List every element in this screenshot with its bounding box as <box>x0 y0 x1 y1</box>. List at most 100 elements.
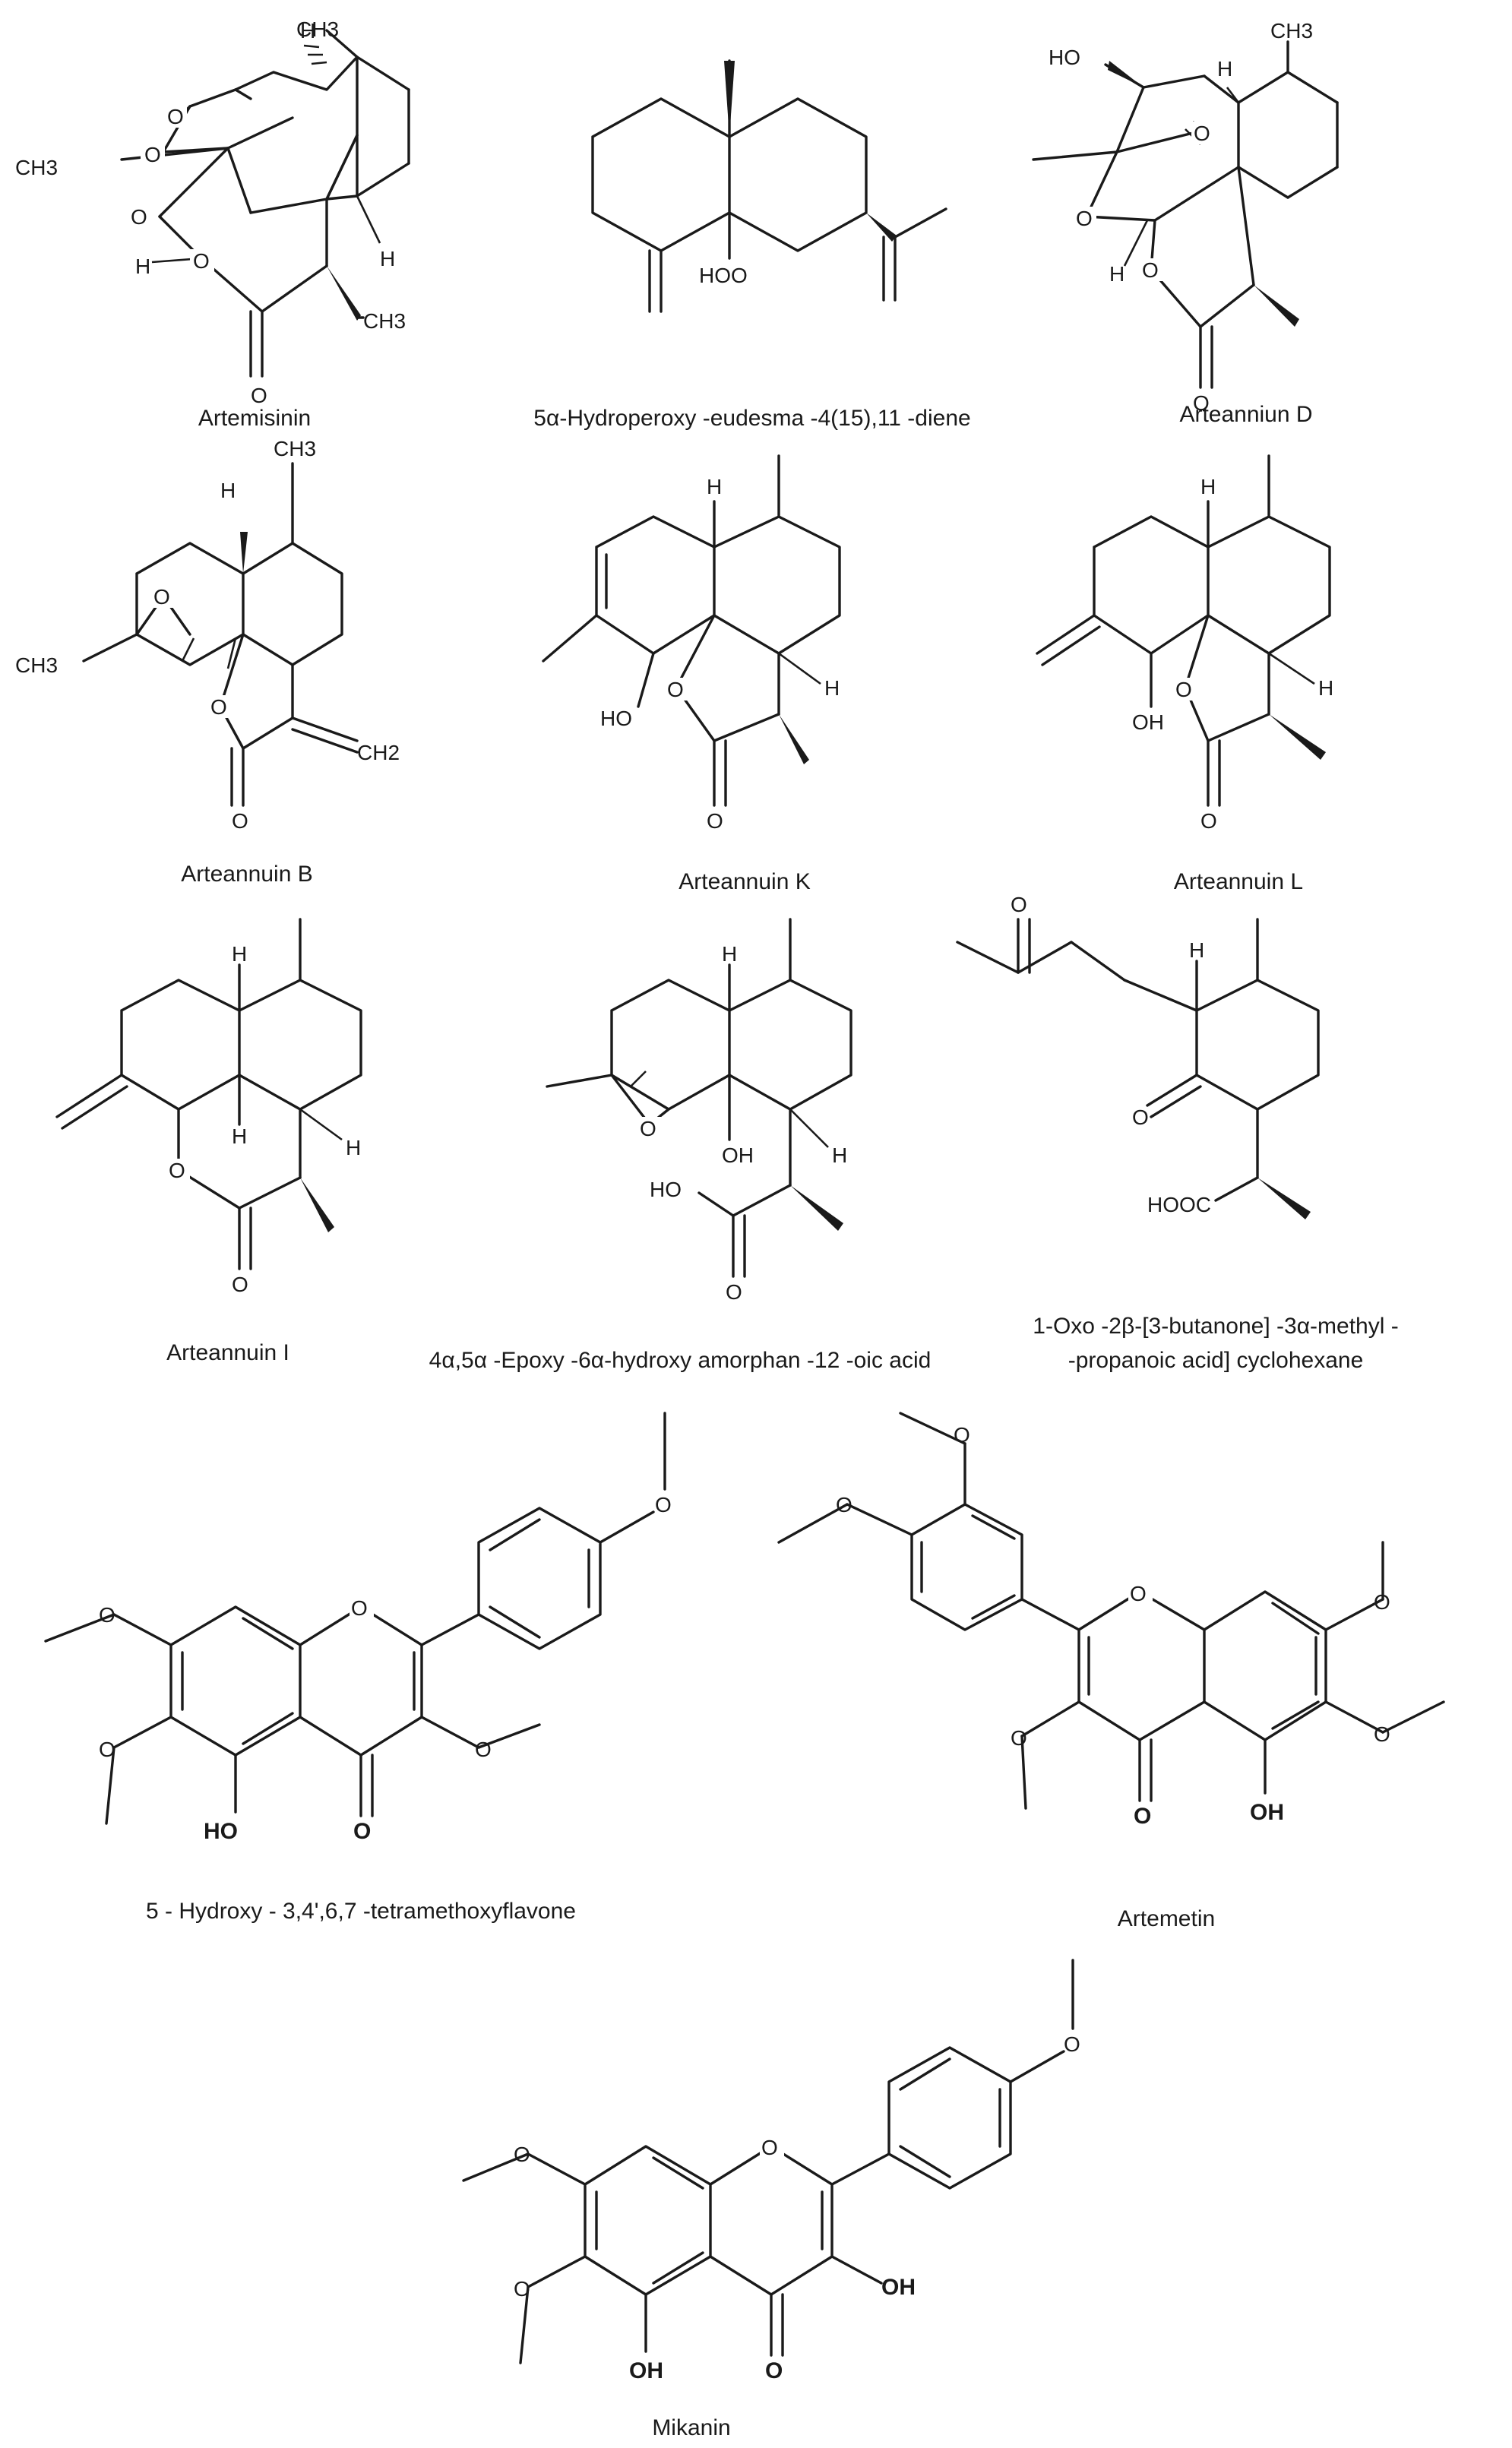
atom-ch3: CH3 <box>1270 19 1313 43</box>
structure-arteannuin-i: O O H H H Arteannuin I <box>55 918 362 1365</box>
atom-oh: OH <box>722 1143 754 1167</box>
structure-arteannuin-b: O O O H CH3 CH3 CH2 Arteannuin B <box>15 437 400 887</box>
atom-h: H <box>380 247 395 270</box>
structure-arteannuin-k: O O HO H H Arteannuin K <box>542 454 841 894</box>
atom-o: O <box>514 2277 530 2301</box>
atom-o: O <box>1011 893 1027 916</box>
atom-o: O <box>169 1159 185 1182</box>
atom-o: O <box>1064 2032 1080 2056</box>
atom-o: O <box>475 1738 492 1761</box>
atom-o: O <box>707 809 723 833</box>
atom-o: O <box>232 1273 248 1296</box>
atom-ch3: CH3 <box>274 437 316 460</box>
atom-h: H <box>232 1124 247 1148</box>
atom-o: O <box>167 105 184 128</box>
atom-o: O <box>761 2136 778 2159</box>
atom-o: O <box>144 143 161 166</box>
caption-artemisinin: Artemisinin <box>198 406 311 431</box>
atom-ch2: CH2 <box>357 741 400 764</box>
caption-mikanin: Mikanin <box>652 2415 730 2440</box>
atom-oh: OH <box>1132 710 1164 734</box>
caption-arteannuin-l: Arteannuin L <box>1174 869 1303 894</box>
atom-o: O <box>251 384 267 407</box>
atom-ho: HO <box>600 707 632 730</box>
atom-h: H <box>1318 676 1333 700</box>
atom-o: O <box>1130 1582 1147 1605</box>
atom-oh: OH <box>881 2275 916 2300</box>
atom-h: H <box>832 1143 847 1167</box>
atom-o: O <box>131 205 147 229</box>
atom-o: O <box>1175 678 1192 701</box>
atom-h: H <box>707 475 722 498</box>
caption-arteannuin-k: Arteannuin K <box>679 869 810 894</box>
atom-o: O <box>1374 1590 1390 1614</box>
caption-hydroperoxy: 5α-Hydroperoxy -eudesma -4(15),11 -diene <box>533 406 970 431</box>
atom-o: O <box>1194 122 1210 145</box>
atom-oh: OH <box>629 2358 663 2383</box>
atom-ch3: CH3 <box>15 653 58 677</box>
atom-o: O <box>1200 809 1217 833</box>
atom-h: H <box>824 676 840 700</box>
caption-artemetin: Artemetin <box>1118 1906 1215 1931</box>
atom-o: O <box>1374 1722 1390 1746</box>
atom-hooc: HOOC <box>1147 1193 1211 1216</box>
atom-h: H <box>346 1136 361 1159</box>
caption-oxo-line1: 1-Oxo -2β-[3-butanone] -3α-methyl - <box>1033 1314 1398 1339</box>
structure-oxo-butanone-cyclohexane: O O HOOC H 1-Oxo -2β-[3-butanone] -3α-me… <box>956 893 1399 1373</box>
atom-h: H <box>300 19 315 43</box>
atom-o: O <box>667 678 684 701</box>
atom-ho: HO <box>204 1819 238 1844</box>
atom-h: H <box>1109 262 1125 286</box>
atom-h: H <box>1200 475 1216 498</box>
atom-ch3: CH3 <box>296 17 339 41</box>
atom-o: O <box>1011 1726 1027 1750</box>
atom-o: O <box>655 1493 672 1517</box>
structure-mikanin: O O O O O OH OH Mikanin <box>462 1959 1080 2440</box>
atom-h: H <box>1217 57 1232 81</box>
atom-ho: HO <box>650 1178 682 1201</box>
structure-artemetin: O O O O O O O OH Artemetin <box>777 1412 1445 1931</box>
atom-oh: OH <box>1250 1800 1284 1825</box>
atom-ch3: CH3 <box>363 309 406 333</box>
atom-o: O <box>1134 1804 1151 1829</box>
atom-o: O <box>153 585 170 609</box>
caption-arteannuin-i: Arteannuin I <box>166 1340 289 1365</box>
atom-o: O <box>836 1493 852 1517</box>
atom-o: O <box>353 1819 371 1844</box>
atom-o: O <box>954 1423 970 1447</box>
atom-hoo: HOO <box>699 264 748 287</box>
caption-arteanniun-d: Arteanniun D <box>1179 402 1312 427</box>
atom-ch3: CH3 <box>15 156 58 179</box>
atom-o: O <box>514 2143 530 2166</box>
atom-h: H <box>135 255 150 278</box>
atom-o: O <box>726 1280 742 1304</box>
atom-o: O <box>232 809 248 833</box>
atom-o: O <box>210 695 227 719</box>
structure-artemisinin: O O O O O CH3 H CH3 H H CH3 Artemisinin <box>15 17 410 431</box>
atom-o: O <box>765 2358 783 2383</box>
atom-h: H <box>220 479 236 502</box>
atom-o: O <box>1076 207 1093 230</box>
atom-o: O <box>351 1596 368 1620</box>
atom-o: O <box>1132 1105 1149 1129</box>
atom-o: O <box>99 1738 115 1761</box>
atom-h: H <box>1189 938 1204 962</box>
structure-arteannuin-l: O O OH H H Arteannuin L <box>1036 454 1333 894</box>
caption-epoxy-acid: 4α,5α -Epoxy -6α-hydroxy amorphan -12 -o… <box>429 1348 932 1373</box>
caption-arteannuin-b: Arteannuin B <box>181 862 312 887</box>
atom-ho: HO <box>1049 46 1080 69</box>
structure-epoxy-amorphanoic-acid: O O OH HO H H 4α,5α -Epoxy -6α-hydroxy a… <box>429 918 932 1373</box>
atom-o: O <box>1193 391 1210 415</box>
caption-oxo-line2: -propanoic acid] cyclohexane <box>1068 1348 1364 1373</box>
atom-o: O <box>640 1117 656 1140</box>
structure-hydroperoxy-eudesmadiene: HOO 5α-Hydroperoxy -eudesma -4(15),11 -d… <box>533 59 971 431</box>
structure-tetramethoxyflavone: O O O O O O HO 5 - Hydroxy - 3,4',6,7 -t… <box>44 1412 672 1924</box>
atom-o: O <box>193 249 210 273</box>
caption-tetramethoxyflavone: 5 - Hydroxy - 3,4',6,7 -tetramethoxyflav… <box>146 1899 576 1924</box>
atom-o: O <box>1142 258 1159 282</box>
structure-arteanniun-d: O O O O HO H CH3 H Arteanniun D <box>1032 19 1339 427</box>
atom-h: H <box>722 942 737 966</box>
atom-o: O <box>99 1603 115 1627</box>
